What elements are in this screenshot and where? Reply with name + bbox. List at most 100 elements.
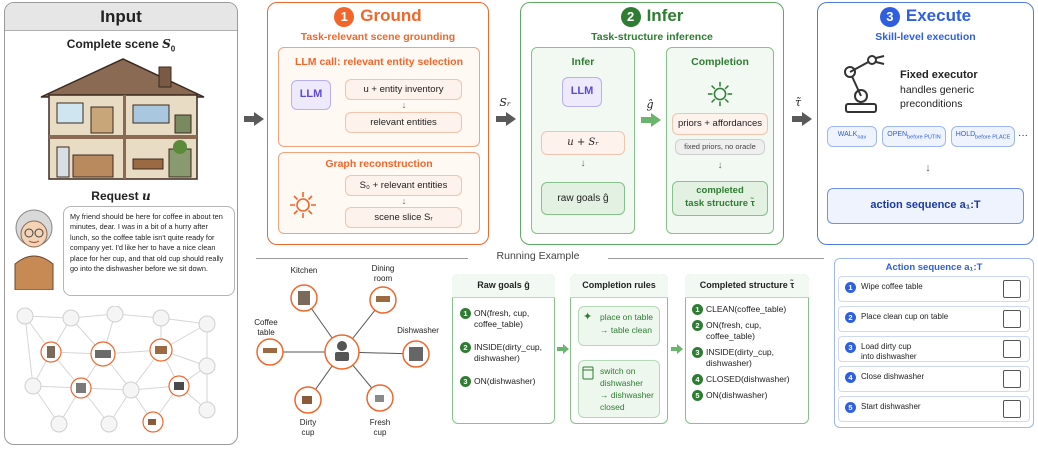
scene-slice-box <box>345 207 462 228</box>
execute-subtitle: Skill-level execution <box>875 31 976 43</box>
completed-item-text: CLOSED(dishwasher) <box>706 374 790 384</box>
relevant-entities-label: relevant entities <box>370 117 437 128</box>
down-arrow-1: ↓ <box>401 100 407 110</box>
action-appliance-icon <box>1003 310 1021 328</box>
action-item-number: 1 <box>845 282 856 293</box>
arrow-ground-to-infer <box>496 112 516 126</box>
arrow-raw-to-rules <box>557 344 569 354</box>
rule-place-box <box>578 306 660 346</box>
llm-call-title: LLM call: relevant entity selection <box>294 56 464 68</box>
raw-goals-card-title: Raw goals ĝ <box>477 280 530 290</box>
completed-item-number: 1 <box>692 304 703 315</box>
completion-rules-title: Completion rules <box>582 280 656 290</box>
ground-llm-label: LLM <box>299 88 323 100</box>
ground-llm-chip <box>291 80 331 110</box>
action-item-number: 3 <box>845 342 856 353</box>
executor-desc-1: handles generic <box>900 84 975 96</box>
action-appliance-icon <box>1003 370 1021 388</box>
executor-title: Fixed executor <box>900 69 978 81</box>
skill-chip-walk <box>827 126 877 147</box>
completed-structure-title: Completed structure τ̃ <box>699 280 795 290</box>
skill-chip-open <box>882 126 946 147</box>
action-item-number: 5 <box>845 402 856 413</box>
infer-input-label: u + Sᵣ <box>567 137 599 148</box>
scene-graph-web <box>16 306 216 433</box>
completed-item-text: ON(fresh, cup, <box>706 320 762 330</box>
completion-title: Completion <box>691 56 749 68</box>
house-illustration <box>40 58 205 180</box>
fixed-priors-label: fixed priors, no oracle <box>684 142 756 151</box>
flow-label-sr: Sᵣ <box>499 96 511 109</box>
down-arrow-4: ↓ <box>717 160 723 171</box>
action-item-number: 4 <box>845 372 856 383</box>
skill-hold-label: HOLDbefore PLACE <box>955 131 1011 141</box>
infer-llm-chip <box>562 77 602 107</box>
action-appliance-icon <box>1003 340 1021 358</box>
completed-label-1: completed <box>696 185 744 196</box>
arrow-infer-to-execute <box>792 112 812 126</box>
request-title: Request u <box>91 189 151 203</box>
priors-label: priors + affordances <box>677 118 763 129</box>
action-item-text: Wipe coffee table <box>861 282 923 291</box>
completed-item-number: 3 <box>692 347 703 358</box>
execute-step-number: 3 <box>879 7 900 27</box>
down-arrow-3: ↓ <box>580 158 586 169</box>
executor-desc-2: preconditions <box>900 98 963 110</box>
running-scene-graph <box>256 284 430 414</box>
action-sequence-box <box>827 188 1024 224</box>
rule-switch-line-4: closed <box>600 402 625 412</box>
raw-goal-item-text: ON(fresh, cup, <box>474 308 530 318</box>
down-arrow-2: ↓ <box>401 196 407 206</box>
raw-goal-item-text: dishwasher) <box>474 353 520 363</box>
raw-goal-item-text: ON(dishwasher) <box>474 376 536 386</box>
skill-walk-label: WALKnav <box>837 131 867 141</box>
graph-input-label: S₀ + relevant entities <box>359 180 448 191</box>
action-item-text: Load dirty cup <box>861 342 912 351</box>
gear-icon <box>290 192 316 218</box>
node-kitchen: Kitchen <box>290 266 318 275</box>
rule-switch-box <box>578 360 660 418</box>
rule-switch-line-3: → dishwasher <box>600 390 654 400</box>
graph-reconstruction-title: Graph reconstruction <box>325 158 433 170</box>
rule-place-line-1: place on table <box>600 312 653 322</box>
flow-label-tau: τ̃ <box>794 96 802 109</box>
completion-rules-header <box>570 274 668 298</box>
arrow-input-to-ground <box>244 112 264 126</box>
action-sequence-label: action sequence a₁:T <box>870 199 981 211</box>
request-bubble: My friend should be here for coffee in a… <box>63 206 235 296</box>
completed-structure-card <box>685 274 809 424</box>
node-coffee-1: Coffee <box>254 318 278 327</box>
completed-structure-box <box>672 181 768 216</box>
rule-place-line-2: → table clean <box>600 325 652 335</box>
node-dishwasher: Dishwasher <box>397 326 439 335</box>
fixed-priors-box <box>675 139 765 155</box>
completed-structure-header <box>685 274 809 298</box>
node-dining-1: Dining <box>371 264 395 273</box>
action-appliance-icon <box>1003 280 1021 298</box>
infer-step-number: 2 <box>620 7 641 27</box>
completed-item-text: dishwasher) <box>706 358 752 368</box>
arrow-rules-to-completed <box>671 344 683 354</box>
completed-item-text: INSIDE(dirty_cup, <box>706 347 775 357</box>
action-item: 1 Wipe coffee table <box>838 276 1030 302</box>
action-sequence-card-title: Action sequence a₁:T <box>885 262 983 273</box>
rule-switch-line-2: dishwasher <box>600 378 643 388</box>
rule-switch-line-1: switch on <box>600 366 636 376</box>
sparkle-icon: ✦ <box>583 311 593 323</box>
completed-label-2: task structure τ̃ <box>685 198 755 209</box>
input-header <box>5 3 237 31</box>
skill-open-label: OPENbefore PUTIN <box>887 131 941 141</box>
priors-box <box>672 113 768 135</box>
completion-gear-icon <box>707 81 733 107</box>
robot-arm-icon <box>844 55 885 113</box>
raw-goal-item-number: 2 <box>460 342 471 353</box>
action-item-text: into dishwasher <box>861 352 917 361</box>
raw-goals-box <box>541 182 625 215</box>
flow-label-g: ĝ <box>646 98 654 111</box>
node-fresh-1: Fresh <box>369 418 391 427</box>
